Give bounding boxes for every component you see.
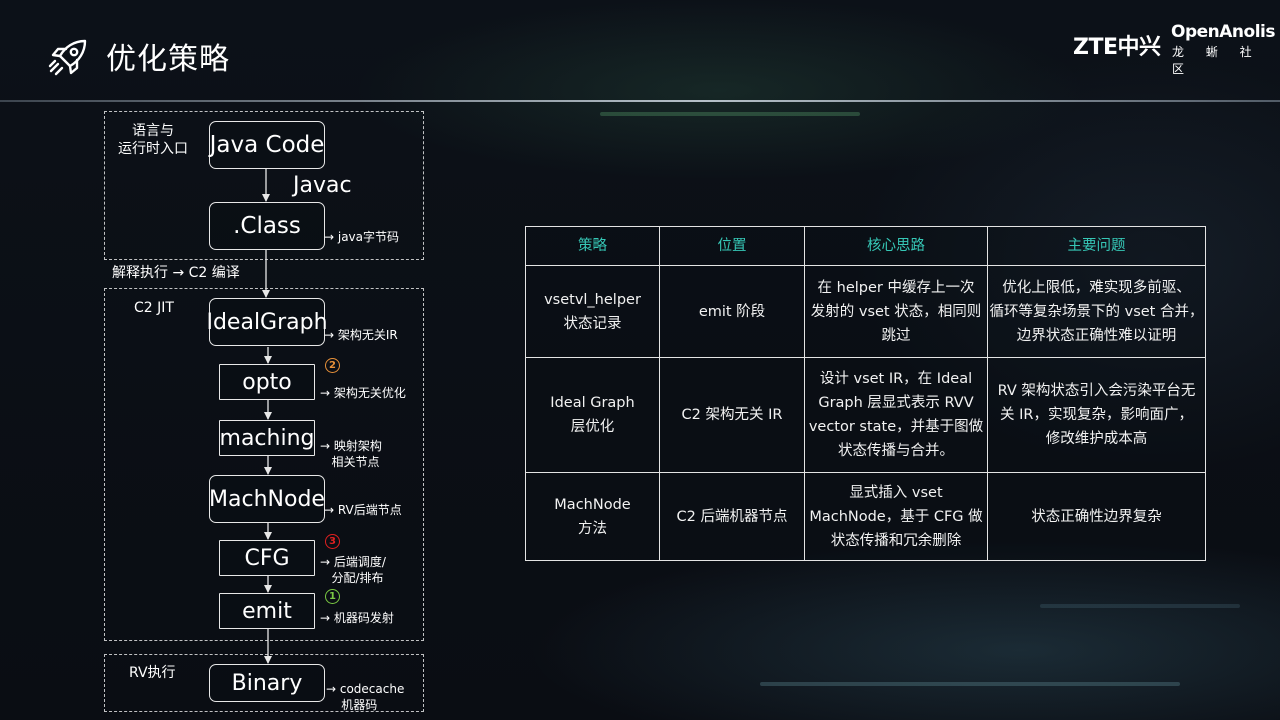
table-cell: vsetvl_helper 状态记录 [525, 265, 660, 358]
binary-node: Binary [209, 664, 325, 702]
machnode-node: MachNode [209, 475, 325, 523]
header-strategy: 策略 [525, 226, 660, 266]
table-cell: C2 架构无关 IR [659, 357, 805, 473]
table-header-row: 策略 位置 核心思路 主要问题 [525, 226, 1206, 266]
maching-note: → 映射架构 相关节点 [320, 439, 382, 470]
table-cell: 显式插入 vset MachNode，基于 CFG 做 状态传播和冗余删除 [804, 472, 988, 561]
javac-label: Javac [293, 173, 352, 198]
cfg-note: → 后端调度/ 分配/排布 [320, 555, 386, 586]
table-row: Ideal Graph 层优化 C2 架构无关 IR 设计 vset IR，在 … [525, 357, 1206, 473]
entry-section-box [104, 111, 424, 260]
entry-section-label: 语言与 运行时入口 [118, 123, 188, 158]
rocket-icon [48, 39, 87, 76]
page-title: 优化策略 [106, 42, 230, 77]
opto-note: → 架构无关优化 [320, 386, 406, 400]
header-core-idea: 核心思路 [804, 226, 988, 266]
table-cell: 状态正确性边界复杂 [987, 472, 1206, 561]
idealgraph-node: IdealGraph [206, 298, 328, 346]
step-badge-emit: 1 [325, 589, 340, 604]
step-badge-cfg: 3 [325, 534, 340, 549]
machnode-note: → RV后端节点 [324, 503, 402, 517]
opto-node: opto [219, 364, 315, 400]
table-cell: 优化上限低，难实现多前驱、 循环等复杂场景下的 vset 合并， 边界状态正确性… [987, 265, 1206, 358]
rv-exec-label: RV执行 [129, 665, 176, 681]
emit-note: → 机器码发射 [320, 611, 394, 625]
table-cell: emit 阶段 [659, 265, 805, 358]
c2-jit-label: C2 JIT [134, 300, 174, 316]
openanolis-logo-subtitle: 龙 蜥 社 区 [1172, 45, 1261, 76]
interpret-label: 解释执行 → C2 编译 [112, 265, 240, 281]
table-row: vsetvl_helper 状态记录 emit 阶段 在 helper 中缓存上… [525, 265, 1206, 358]
table-cell: C2 后端机器节点 [659, 472, 805, 561]
cfg-node: CFG [219, 540, 315, 576]
table-cell: RV 架构状态引入会污染平台无 关 IR，实现复杂，影响面广， 修改维护成本高 [987, 357, 1206, 473]
table-cell: 设计 vset IR，在 Ideal Graph 层显式表示 RVV vecto… [804, 357, 988, 473]
binary-note: → codecache 机器码 [326, 682, 405, 713]
zte-logo: ZTE中兴 [1073, 35, 1161, 60]
table-cell: 在 helper 中缓存上一次 发射的 vset 状态，相同则 跳过 [804, 265, 988, 358]
emit-node: emit [219, 593, 315, 629]
table-row: MachNode 方法 C2 后端机器节点 显式插入 vset MachNode… [525, 472, 1206, 561]
class-node: .Class [209, 202, 325, 250]
table-cell: MachNode 方法 [525, 472, 660, 561]
idealgraph-note: → 架构无关IR [324, 328, 398, 342]
table-cell: Ideal Graph 层优化 [525, 357, 660, 473]
java-code-node: Java Code [209, 121, 325, 169]
maching-node: maching [219, 420, 315, 456]
step-badge-opto: 2 [325, 358, 340, 373]
strategy-table: 策略 位置 核心思路 主要问题 vsetvl_helper 状态记录 emit … [525, 226, 1206, 561]
openanolis-logo: OpenAnolis [1171, 22, 1275, 42]
header-location: 位置 [659, 226, 805, 266]
header-main-issue: 主要问题 [987, 226, 1206, 266]
title-divider [0, 100, 1280, 102]
c2-jit-section-box [104, 288, 424, 641]
rv-exec-section-box [104, 654, 424, 712]
class-note: → java字节码 [324, 230, 400, 244]
